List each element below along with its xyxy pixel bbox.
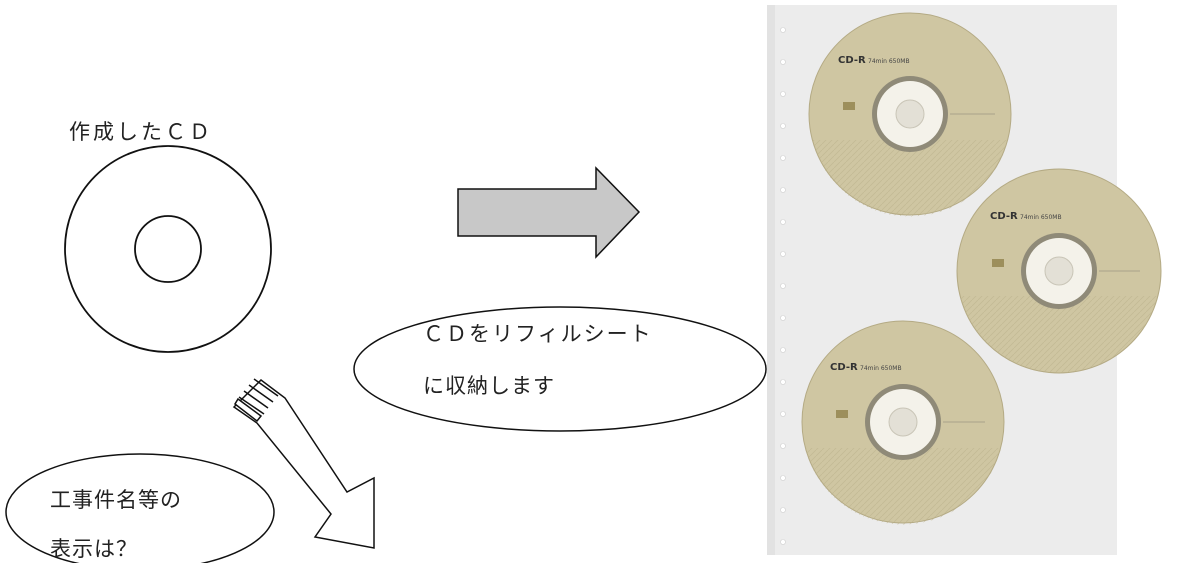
photo-disc-1: CD-R 74min 650MB	[808, 12, 1012, 217]
refill-instruction-line-2: に収納します	[423, 374, 555, 398]
disc-3-spec: 74min 650MB	[860, 365, 902, 372]
disc-2-brand: CD-R	[990, 211, 1018, 222]
refill-sheet-photo: CD-R 74min 650MB CD-R 74min 650MB CD-R 7	[767, 5, 1162, 555]
disc-2-spec: 74min 650MB	[1020, 214, 1062, 221]
photo-disc-2: CD-R 74min 650MB	[956, 168, 1162, 374]
cd-outer-circle	[64, 145, 272, 353]
project-name-question-line-1: 工事件名等の	[50, 488, 182, 512]
created-cd-label: 作成したＣＤ	[69, 120, 213, 144]
cd-inner-circle	[134, 215, 202, 283]
refill-instruction-line-1: ＣＤをリフィルシート	[423, 322, 653, 346]
refill-speech-bubble	[353, 306, 767, 432]
disc-3-brand: CD-R	[830, 362, 858, 373]
disc-1-spec: 74min 650MB	[868, 58, 910, 65]
cd-drawing	[64, 145, 272, 353]
binder-holes	[780, 27, 786, 545]
right-arrow	[457, 166, 641, 259]
diagonal-arrow	[232, 378, 375, 549]
disc-1-brand: CD-R	[838, 55, 866, 66]
project-name-speech-bubble	[5, 453, 275, 563]
project-name-question-line-2: 表示は？	[50, 537, 138, 561]
photo-disc-3: CD-R 74min 650MB	[801, 320, 1005, 525]
